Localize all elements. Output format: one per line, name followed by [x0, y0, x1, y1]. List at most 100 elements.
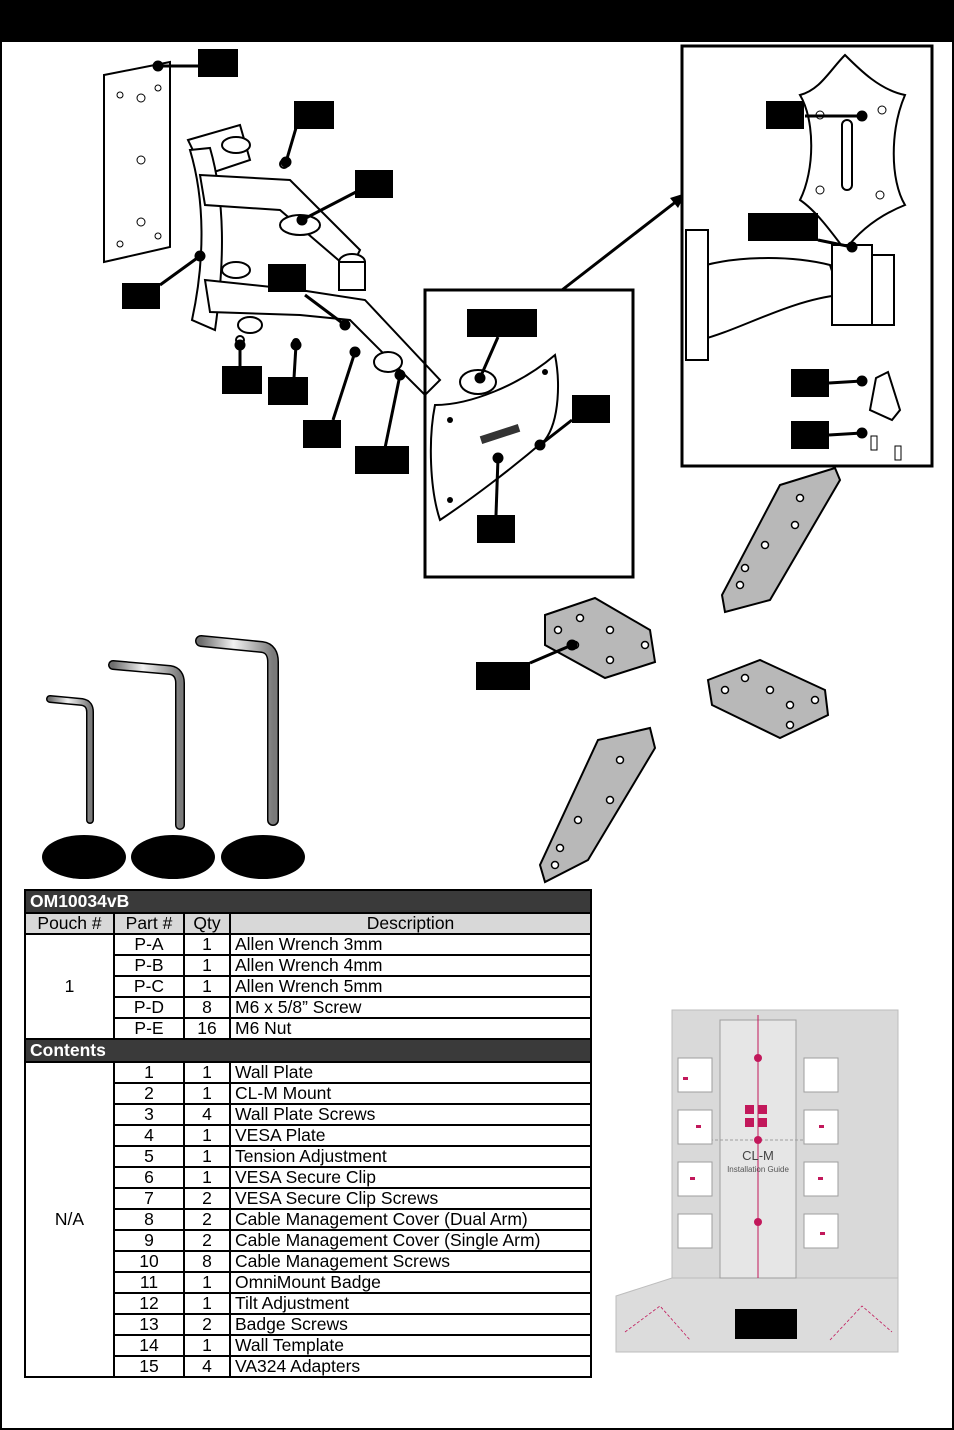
vesa-detail-frame: [423, 288, 635, 579]
table-row: 1 P-A 1 Allen Wrench 3mm: [24, 933, 593, 1040]
part-qty: 4: [183, 1103, 231, 1126]
part-qty: 1: [183, 1334, 231, 1357]
header-description: Description: [228, 912, 593, 935]
part-qty: 2: [183, 1313, 231, 1336]
part-number: 6: [113, 1166, 185, 1189]
part-number: 4: [113, 1124, 185, 1147]
part-qty: 1: [183, 1145, 231, 1168]
part-qty: 4: [183, 1355, 231, 1378]
part-description: Wall Template: [228, 1334, 593, 1357]
part-description: M6 x 5/8” Screw: [228, 996, 593, 1019]
part-number: 10: [113, 1250, 185, 1273]
template-label-box: [735, 1309, 797, 1339]
part-qty: 1: [183, 1166, 231, 1189]
part-number: 1: [113, 1061, 185, 1084]
part-qty: 8: [183, 996, 231, 1019]
part-qty: 1: [183, 954, 231, 977]
part-number: 2: [113, 1082, 185, 1105]
header-part: Part #: [113, 912, 185, 935]
part-qty: 1: [183, 1082, 231, 1105]
wall-template-sheet: CL-M Installation Guide: [615, 1009, 899, 1353]
part-number: 8: [113, 1208, 185, 1231]
part-description: Cable Management Cover (Single Arm): [228, 1229, 593, 1252]
table-row: P-C 1 Allen Wrench 5mm: [25, 975, 593, 998]
part-number: 15: [113, 1355, 185, 1378]
va324-adapters: [538, 466, 842, 884]
part-description: Wall Plate Screws: [228, 1103, 593, 1126]
table-row: P-E 16 M6 Nut: [25, 1017, 593, 1040]
part-number: P-B: [113, 954, 185, 977]
header-pouch: Pouch #: [24, 912, 115, 935]
wrench-label-oval: [131, 835, 215, 879]
part-number: P-D: [113, 996, 185, 1019]
template-subtitle: Installation Guide: [727, 1165, 789, 1174]
kit-model: OM10034vB: [23, 889, 593, 914]
part-qty: 1: [183, 1061, 231, 1084]
part-qty: 16: [183, 1017, 231, 1040]
part-description: VA324 Adapters: [228, 1355, 593, 1378]
part-description: CL-M Mount: [228, 1082, 593, 1105]
wrench-label-oval: [221, 835, 305, 879]
part-qty: 1: [183, 1124, 231, 1147]
contents-group-label: N/A: [24, 1061, 115, 1378]
part-number: 11: [113, 1271, 185, 1294]
part-description: M6 Nut: [228, 1017, 593, 1040]
part-description: Badge Screws: [228, 1313, 593, 1336]
part-qty: 1: [183, 933, 231, 956]
part-description: VESA Plate: [228, 1124, 593, 1147]
part-qty: 1: [183, 1292, 231, 1315]
part-number: 5: [113, 1145, 185, 1168]
contents-title-row: Contents: [23, 1038, 593, 1063]
part-qty: 8: [183, 1250, 231, 1273]
part-number: P-C: [113, 975, 185, 998]
kit-title-row: OM10034vB: [23, 889, 593, 914]
wrench-label-oval: [42, 835, 126, 879]
part-qty: 2: [183, 1187, 231, 1210]
header-bar: [0, 0, 954, 42]
secure-clip-detail: [680, 44, 934, 468]
part-number: 7: [113, 1187, 185, 1210]
table-row: P-B 1 Allen Wrench 4mm: [25, 954, 593, 977]
part-number: 13: [113, 1313, 185, 1336]
part-description: VESA Secure Clip: [228, 1166, 593, 1189]
part-number: 14: [113, 1334, 185, 1357]
part-qty: 1: [183, 1271, 231, 1294]
part-description: Cable Management Screws: [228, 1250, 593, 1273]
part-description: Allen Wrench 3mm: [228, 933, 593, 956]
part-qty: 1: [183, 975, 231, 998]
callout-leaders: [152, 60, 868, 665]
part-number: 12: [113, 1292, 185, 1315]
part-description: Allen Wrench 4mm: [228, 954, 593, 977]
wall-plate: [103, 60, 171, 264]
part-description: Tension Adjustment: [228, 1145, 593, 1168]
part-number: 3: [113, 1103, 185, 1126]
part-number: P-A: [113, 933, 185, 956]
header-qty: Qty: [183, 912, 231, 935]
part-description: Wall Plate: [228, 1061, 593, 1084]
part-description: Tilt Adjustment: [228, 1292, 593, 1315]
contents-title: Contents: [23, 1038, 593, 1063]
part-description: OmniMount Badge: [228, 1271, 593, 1294]
cl-m-mount-arm: [186, 123, 442, 397]
part-description: VESA Secure Clip Screws: [228, 1187, 593, 1210]
part-description: Cable Management Cover (Dual Arm): [228, 1208, 593, 1231]
template-title: CL-M: [742, 1148, 774, 1163]
part-description: Allen Wrench 5mm: [228, 975, 593, 998]
table-row: P-D 8 M6 x 5/8” Screw: [25, 996, 593, 1019]
allen-wrenches: [46, 635, 279, 830]
part-qty: 2: [183, 1208, 231, 1231]
part-number: 9: [113, 1229, 185, 1252]
